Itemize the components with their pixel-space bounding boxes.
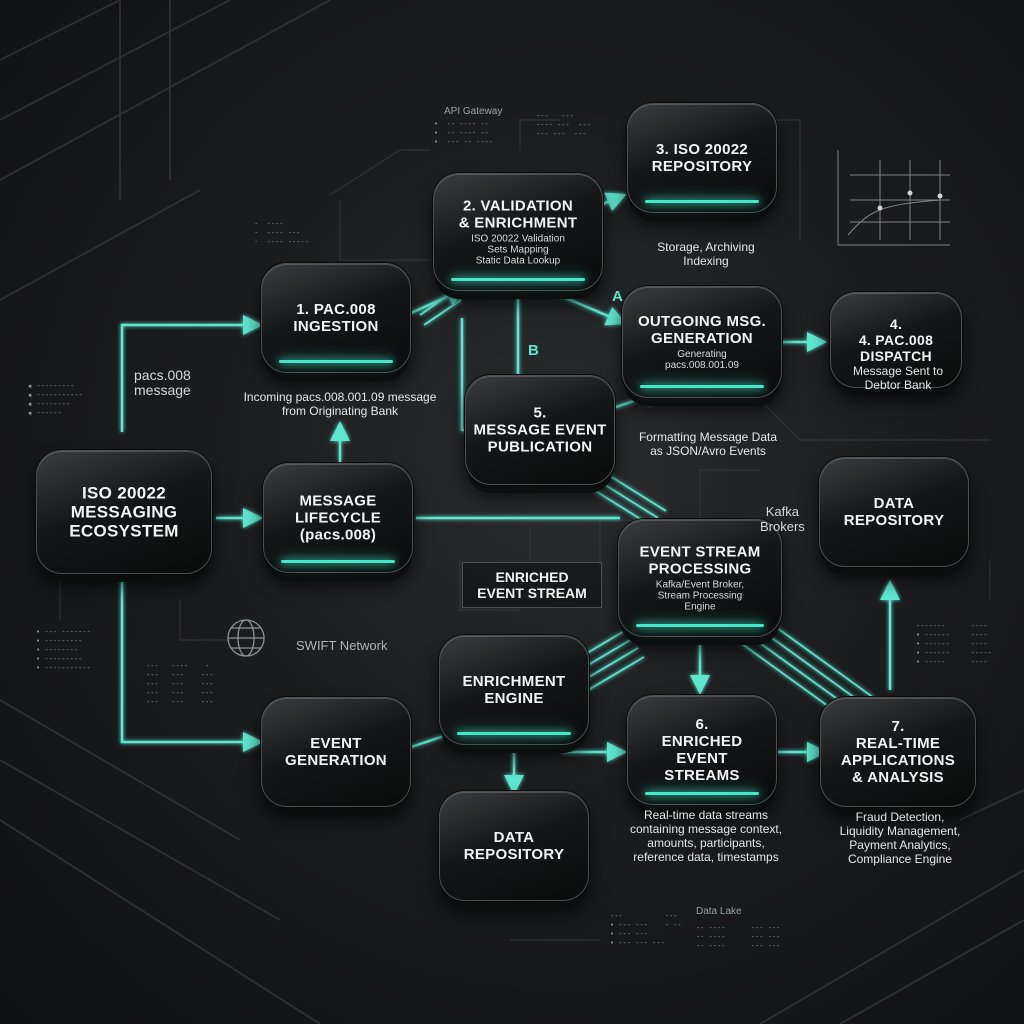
node-event-generation[interactable]: EVENT GENERATION <box>261 697 411 807</box>
node-outgoing-sub: Generating pacs.008.001.09 <box>665 349 739 371</box>
node-dispatch[interactable]: 4. 4. PAC.008 DISPATCH <box>830 292 962 388</box>
mini-chart <box>837 150 950 246</box>
tiny-text-block: • -- ---- -- • -- ---- -- • --- -- ---- <box>434 120 494 146</box>
node-outgoing-title: OUTGOING MSG. GENERATION <box>637 313 767 347</box>
node-ingestion-title: 1. PAC.008 INGESTION <box>293 301 379 335</box>
tiny-text-block: · ---- · ---- --- · ---- ----- <box>254 220 309 246</box>
globe-icon <box>227 619 265 657</box>
node-event-generation-title: EVENT GENERATION <box>285 735 387 769</box>
node-data-repository-bottom-title: DATA REPOSITORY <box>463 829 565 863</box>
tiny-text-block: --- --- ---- --- --- --- --- --- <box>536 112 591 138</box>
swift-caption: SWIFT Network <box>296 638 388 653</box>
mini-chart-points <box>877 190 943 211</box>
branch-b-label: B <box>528 342 539 359</box>
node-data-repository-right[interactable]: DATA REPOSITORY <box>819 457 969 567</box>
node-lifecycle-title: MESSAGE LIFECYCLE (pacs.008) <box>294 492 382 544</box>
tiny-text-block: • --- ------- • --------- • -------- • -… <box>36 628 91 672</box>
tiny-text-block: --- ---- - --- --- --- --- --- --- --- -… <box>146 662 214 706</box>
sent-caption: Message Sent to Debtor Bank <box>852 364 944 392</box>
tiny-text-block: ▪ --------- ▪ ----------- ▪ -------- ▪ -… <box>28 382 83 417</box>
node-dispatch-title: 4. 4. PAC.008 DISPATCH <box>858 316 934 364</box>
kafka-caption: Kafka Brokers <box>760 504 805 534</box>
node-validation-sub: ISO 20022 Validation Sets Mapping Static… <box>471 233 565 267</box>
node-realtime-title: 7. REAL-TIME APPLICATIONS & ANALYSIS <box>840 718 956 786</box>
node-lifecycle[interactable]: MESSAGE LIFECYCLE (pacs.008) <box>263 463 413 573</box>
tiny-text-block: ------- ---- • ------ ---- • ------ ----… <box>916 622 992 666</box>
node-stream-title: EVENT STREAM PROCESSING <box>639 543 761 578</box>
node-ingestion[interactable]: 1. PAC.008 INGESTION <box>261 263 411 373</box>
node-publication[interactable]: 5. MESSAGE EVENT PUBLICATION <box>465 375 615 485</box>
node-enrichment-engine-title: ENRICHMENT ENGINE <box>462 673 566 707</box>
branch-a-label: A <box>612 288 623 305</box>
formatting-caption: Formatting Message Data as JSON/Avro Eve… <box>638 430 778 458</box>
node-validation[interactable]: 2. VALIDATION & ENRICHMENT ISO 20022 Val… <box>433 173 603 291</box>
pacs-message-caption: pacs.008 message <box>134 367 191 398</box>
data-lake-caption: Data Lake <box>696 906 742 917</box>
storage-caption: Storage, Archiving Indexing <box>657 240 755 268</box>
node-realtime[interactable]: 7. REAL-TIME APPLICATIONS & ANALYSIS <box>820 697 976 807</box>
node-outgoing-generation[interactable]: OUTGOING MSG. GENERATION Generating pacs… <box>622 286 782 398</box>
node-enriched-streams-title: 6. ENRICHED EVENT STREAMS <box>661 716 743 784</box>
realtime-streams-caption: Real-time data streams containing messag… <box>629 808 783 864</box>
incoming-caption: Incoming pacs.008.001.09 message from Or… <box>243 390 437 418</box>
node-repository-3[interactable]: 3. ISO 20022 REPOSITORY <box>627 103 777 213</box>
tiny-text-block: --- --- • --- --- - -- • --- --- • --- -… <box>610 912 682 947</box>
node-enrichment-engine[interactable]: ENRICHMENT ENGINE <box>439 635 589 745</box>
node-data-repository-bottom[interactable]: DATA REPOSITORY <box>439 791 589 901</box>
node-validation-title: 2. VALIDATION & ENRICHMENT <box>458 197 578 232</box>
api-gateway-caption: API Gateway <box>444 106 503 117</box>
node-stream-processing[interactable]: EVENT STREAM PROCESSING Kafka/Event Brok… <box>618 519 782 637</box>
enriched-event-stream-label: ENRICHED EVENT STREAM <box>462 562 602 608</box>
node-publication-title: 5. MESSAGE EVENT PUBLICATION <box>473 404 607 456</box>
node-ecosystem[interactable]: ISO 20022 MESSAGING ECOSYSTEM <box>36 450 212 574</box>
node-repository-3-title: 3. ISO 20022 REPOSITORY <box>651 141 753 175</box>
node-data-repository-right-title: DATA REPOSITORY <box>843 495 945 529</box>
tiny-text-block: -- ---- --- --- -- ---- --- --- -- ---- … <box>696 924 781 950</box>
node-enriched-streams[interactable]: 6. ENRICHED EVENT STREAMS <box>627 695 777 805</box>
apps-caption: Fraud Detection, Liquidity Management, P… <box>839 810 961 866</box>
node-ecosystem-title: ISO 20022 MESSAGING ECOSYSTEM <box>69 483 179 541</box>
node-stream-sub: Kafka/Event Broker, Stream Processing En… <box>655 579 745 613</box>
flow-arrows <box>120 192 900 795</box>
